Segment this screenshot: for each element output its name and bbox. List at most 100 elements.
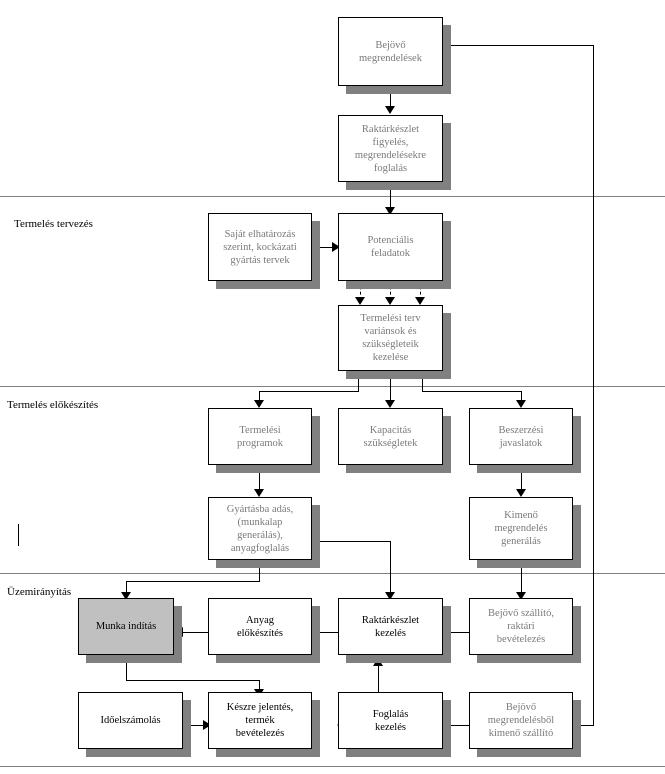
node-label: Potenciális feladatok [367,235,414,259]
edge-arrow-gyartasba-to-munka [121,592,131,600]
divider-top [0,196,665,197]
node-label: Munka indítás [95,621,157,632]
node-face: Kapacitás szükségletek [338,408,443,465]
node-face: Kimenő megrendelés generálás [469,497,573,560]
node-termelesi-terv-variansok[interactable]: Termelési terv variánsok és szükségletei… [338,305,451,379]
node-label: Anyag előkészítés [236,614,284,639]
node-beszerzesi-javaslatok[interactable]: Beszerzési javaslatok [469,408,581,473]
node-sajat-elhatarozas[interactable]: Saját elhatározás szerint, kockázati gyá… [208,213,320,289]
node-label: Beszerzési javaslatok [498,424,544,449]
node-face: Időelszámolás [78,692,183,749]
node-label: Raktárkészlet figyelés, megrendelésekre … [354,123,427,174]
node-kapacitas-szuksegletek[interactable]: Kapacitás szükségletek [338,408,451,473]
edge-line-bejovo-bus-right [593,45,594,725]
edge-arrow-raktarfigyeles-to-potencialis [385,207,395,215]
node-face: Raktárkészlet kezelés [338,598,443,655]
node-keszre-jelentes[interactable]: Készre jelentés, termék bevételezés [208,692,320,757]
edge-line-bejovoszallito-to-raktarkezeles [445,632,473,633]
node-label: Termelési terv variánsok és szükségletei… [360,313,421,363]
node-raktarkeszlet-kezeles[interactable]: Raktárkészlet kezelés [338,598,451,663]
edge-line-varians-left-down [259,391,260,403]
node-label: Időelszámolás [100,715,161,726]
node-bejovo-szallito[interactable]: Bejövő szállító, raktári bevételezés [469,598,581,663]
edge-line-gyartasba-right-run [310,541,390,542]
node-bejovo-megrendelesek[interactable]: Bejövő megrendelések [338,17,451,94]
edge-arrow-beszerzesi-to-kimeno [516,489,526,497]
edge-line-gyartasba-left [126,581,260,582]
node-label: Foglalás kezelés [372,708,409,733]
node-face: Beszerzési javaslatok [469,408,573,465]
node-kimeno-megrendeles-generalas[interactable]: Kimenő megrendelés generálás [469,497,581,568]
edge-line-gyartasba-to-munka [126,581,127,596]
node-face: Bejövő szállító, raktári bevételezés [469,598,573,655]
node-idoelszamolas[interactable]: Időelszámolás [78,692,191,757]
edge-arrow-varians-to-kapacitas [385,400,395,408]
node-gyartasba-adas[interactable]: Gyártásba adás, (munkalap generálás), an… [208,497,320,568]
node-face: Bejövő megrendelések [338,17,443,86]
node-label: Saját elhatározás szerint, kockázati gyá… [223,228,297,266]
divider-elokeszites [0,573,665,574]
edge-arrow-potencialis-1 [355,297,365,305]
edge-line-munka-to-keszre [259,680,260,692]
edge-arrow-gyartasba-to-raktarkezeles [385,592,395,600]
edge-line-varians-right-run [422,391,522,392]
node-foglalas-kezeles[interactable]: Foglalás kezelés [338,692,451,757]
node-potencialis-feladatok[interactable]: Potenciális feladatok [338,213,451,289]
edge-line-varians-right-down [521,391,522,403]
node-label: Kapacitás szükségletek [363,424,418,449]
edge-line-ido-to-keszre [183,725,211,726]
node-face: Készre jelentés, termék bevételezés [208,692,312,749]
section-label-termeles-elokeszites: Termelés előkészítés [7,399,99,411]
node-label: Raktárkészlet kezelés [361,614,420,639]
node-face: Bejövő megrendelésből kimenő szállító [469,692,573,749]
edge-line-bejovo-bus-top [440,45,594,46]
edge-arrow-programok-to-gyartasba [254,489,264,497]
edge-line-gyartasba-right-down [390,541,391,596]
edge-line-sajat-to-potencialis [312,247,336,248]
edge-line-kimeno-to-bejovoszallito [521,560,522,596]
edge-dashed-potencialis-3 [420,281,421,300]
edge-dashed-potencialis-2 [390,281,391,300]
node-label: Készre jelentés, termék bevételezés [226,702,294,739]
edge-arrow-bejovo-to-raktarfigyeles [385,106,395,114]
node-label: Bejövő megrendelések [359,39,422,64]
edge-line-munka-down [126,655,127,681]
edge-line-bejovo-bus-bottom [577,725,594,726]
node-face: Foglalás kezelés [338,692,443,749]
edge-dashed-potencialis-1 [360,281,361,300]
edge-line-foglalas-to-raktarkezeles [378,664,379,692]
node-anyag-elokeszites[interactable]: Anyag előkészítés [208,598,320,663]
edge-arrow-potencialis-2 [385,297,395,305]
edge-line-raktarkezeles-to-anyag [314,632,342,633]
edge-line-gyartasba-down [259,560,260,582]
section-label-termeles-tervezes: Termelés tervezés [14,218,93,230]
edge-arrow-ido-to-keszre [203,720,211,730]
edge-arrow-sajat-to-potencialis [332,242,340,252]
node-munka-inditas[interactable]: Munka indítás [78,598,182,663]
node-bejovo-megrendelesbol[interactable]: Bejövő megrendelésből kimenő szállító [469,692,581,757]
edge-line-bejovomegr-to-foglalas [445,725,473,726]
node-termelesi-programok[interactable]: Termelési programok [208,408,320,473]
node-label: Gyártásba adás, (munkalap generálás), an… [226,503,294,554]
node-face: Munka indítás [78,598,174,655]
edge-line-beszerzesi-to-kimeno [521,465,522,491]
node-face: Raktárkészlet figyelés, megrendelésekre … [338,115,443,182]
edge-line-varians-left-drop [358,371,359,392]
edge-arrow-varians-to-programok [254,400,264,408]
edge-line-bejovo-to-raktarfigyeles [390,86,391,108]
node-face: Saját elhatározás szerint, kockázati gyá… [208,213,312,281]
edge-line-anyag-to-munka [183,632,211,633]
node-face: Termelési programok [208,408,312,465]
section-label-uzemiranyitas: Üzemirányítás [7,586,72,598]
edge-line-raktarfigyeles-to-potencialis [390,182,391,211]
edge-arrow-kimeno-to-bejovoszallito [516,592,526,600]
node-face: Termelési terv variánsok és szükségletei… [338,305,443,371]
divider-bottom [0,766,665,767]
edge-line-programok-to-gyartasba [259,465,260,491]
node-label: Termelési programok [236,424,284,449]
left-margin-tick [18,524,19,546]
node-label: Kimenő megrendelés generálás [494,510,548,547]
node-raktarkeszlet-figyeles[interactable]: Raktárkészlet figyelés, megrendelésekre … [338,115,451,190]
node-face: Gyártásba adás, (munkalap generálás), an… [208,497,312,560]
